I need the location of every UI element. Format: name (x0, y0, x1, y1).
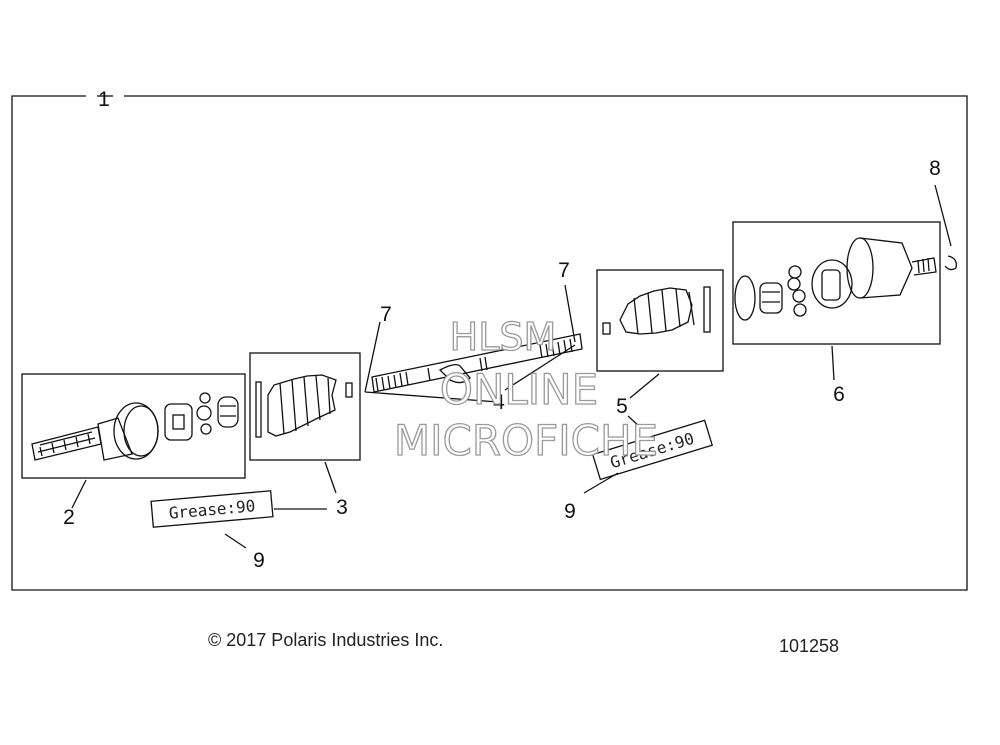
inner-cv-joint-part (734, 237, 937, 321)
box-outer-cv-joint (21, 373, 246, 479)
callout-4: 4 (493, 391, 505, 414)
callout-6: 6 (833, 383, 845, 406)
callout-7-left: 7 (380, 303, 392, 326)
callout-9-right: 9 (564, 500, 576, 523)
callout-8: 8 (929, 157, 941, 180)
watermark-line1: HLSM (450, 315, 557, 359)
callout-2: 2 (63, 506, 75, 529)
box-outer-boot-kit (249, 352, 361, 461)
outer-boot-part (255, 374, 353, 438)
circlip-part (944, 255, 957, 271)
callout-9-left: 9 (253, 549, 265, 572)
box-inner-boot-kit (596, 269, 724, 372)
grease-tag-left (150, 490, 274, 528)
assembly-frame (11, 95, 968, 591)
callout-7-right: 7 (558, 259, 570, 282)
outer-cv-joint-part (31, 392, 239, 461)
watermark-line3: MICROFICHE (394, 416, 658, 465)
callout-3: 3 (336, 496, 348, 519)
axle-shaft-part (371, 333, 583, 393)
callout-1: 1 (98, 88, 110, 111)
copyright-text: © 2017 Polaris Industries Inc. (208, 630, 444, 650)
watermark-line2: ONLINE (440, 365, 598, 414)
grease-tag-right (591, 419, 714, 481)
inner-boot-part (602, 286, 711, 335)
figure-number: 101258 (779, 636, 840, 656)
box-inner-cv-joint (732, 221, 941, 345)
callout-5: 5 (616, 395, 628, 418)
